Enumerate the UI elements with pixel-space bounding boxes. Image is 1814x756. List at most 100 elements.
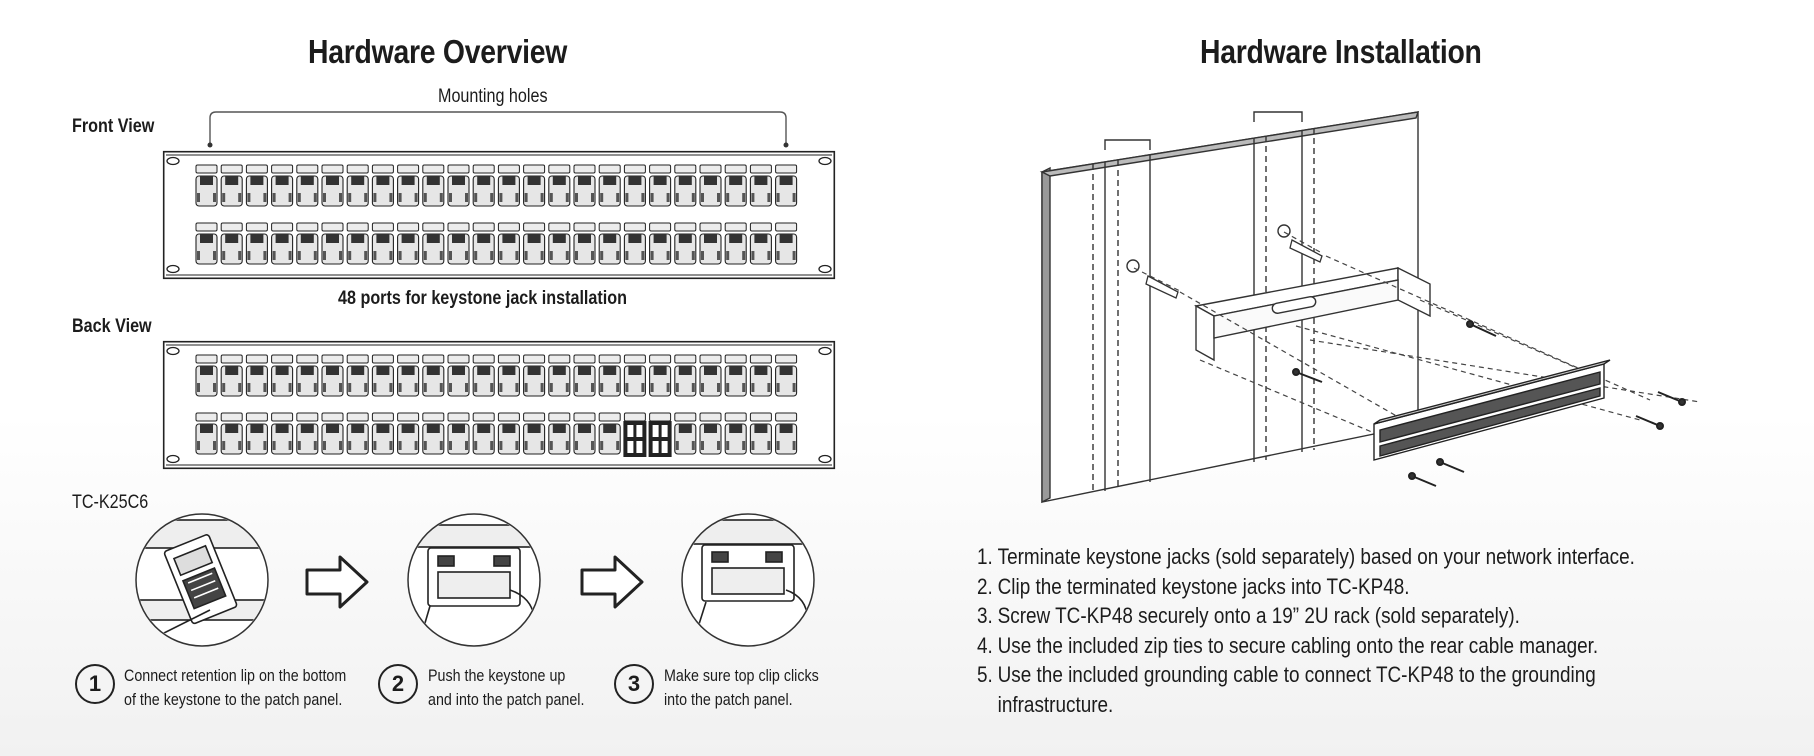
step-3-number: 3 <box>614 664 654 704</box>
mounting-hole <box>166 346 180 356</box>
front-view-label: Front View <box>72 116 155 137</box>
step-2-number: 2 <box>378 664 418 704</box>
installation-instructions: 1.Terminate keystone jacks (sold separat… <box>977 542 1802 719</box>
instruction-item: 1.Terminate keystone jacks (sold separat… <box>977 544 1635 569</box>
keystone-port <box>321 354 344 397</box>
keystone-port <box>296 412 319 455</box>
keystone-port <box>422 164 445 207</box>
mounting-hole <box>818 264 832 274</box>
keystone-port <box>271 354 294 397</box>
installed-keystone <box>648 421 672 457</box>
keystone-port <box>649 164 672 207</box>
keystone-port <box>245 412 268 455</box>
keystone-port <box>447 164 470 207</box>
front-view-panel <box>162 150 836 284</box>
keystone-port <box>573 412 596 455</box>
keystone-port <box>674 164 697 207</box>
keystone-port <box>447 354 470 397</box>
keystone-port <box>397 354 420 397</box>
mounting-holes-label: Mounting holes <box>438 86 548 107</box>
mounting-hole <box>166 156 180 166</box>
keystone-port <box>220 164 243 207</box>
mounting-hole <box>818 156 832 166</box>
instruction-item: 2.Clip the terminated keystone jacks int… <box>977 573 1410 599</box>
keystone-port <box>346 164 369 207</box>
keystone-port <box>775 222 798 265</box>
keystone-port <box>371 222 394 265</box>
keystone-port <box>397 164 420 207</box>
overview-title: Hardware Overview <box>308 33 568 70</box>
keystone-port <box>623 354 646 397</box>
keystone-port <box>775 354 798 397</box>
mounting-hole <box>166 264 180 274</box>
keystone-port <box>397 412 420 455</box>
keystone-port <box>422 354 445 397</box>
mounting-hole <box>818 346 832 356</box>
keystone-port <box>472 222 495 265</box>
keystone-port <box>346 222 369 265</box>
arrow-1 <box>305 555 369 609</box>
keystone-port <box>195 412 218 455</box>
keystone-port <box>598 164 621 207</box>
keystone-port <box>598 412 621 455</box>
keystone-port <box>523 354 546 397</box>
keystone-port <box>271 164 294 207</box>
keystone-port <box>321 222 344 265</box>
keystone-port <box>724 412 747 455</box>
keystone-port <box>220 222 243 265</box>
keystone-port <box>422 412 445 455</box>
keystone-port <box>447 222 470 265</box>
keystone-port <box>397 222 420 265</box>
keystone-port <box>699 354 722 397</box>
keystone-port <box>195 164 218 207</box>
keystone-port <box>220 354 243 397</box>
instructions-list: 1.Terminate keystone jacks (sold separat… <box>977 542 1687 719</box>
keystone-port <box>623 164 646 207</box>
keystone-port <box>497 354 520 397</box>
step-2-illustration <box>407 513 541 647</box>
keystone-port <box>346 354 369 397</box>
step-1-caption: Connect retention lip on the bottom of t… <box>124 666 347 709</box>
keystone-port <box>775 164 798 207</box>
instruction-item: 5.Use the included grounding cable to co… <box>977 662 1596 717</box>
keystone-port <box>195 222 218 265</box>
keystone-port <box>749 412 772 455</box>
keystone-port <box>346 412 369 455</box>
model-label: TC-K25C6 <box>72 492 149 513</box>
keystone-port <box>573 222 596 265</box>
keystone-port <box>598 222 621 265</box>
keystone-port <box>523 412 546 455</box>
keystone-port <box>573 354 596 397</box>
keystone-port <box>598 354 621 397</box>
keystone-port <box>497 164 520 207</box>
keystone-port <box>523 222 546 265</box>
step-3-illustration <box>681 513 815 647</box>
keystone-port <box>775 412 798 455</box>
arrow-2 <box>580 555 644 609</box>
keystone-port <box>472 164 495 207</box>
step-1-illustration <box>135 513 269 647</box>
keystone-port <box>649 222 672 265</box>
keystone-port <box>195 354 218 397</box>
keystone-port <box>371 164 394 207</box>
wall-anchors <box>1145 239 1323 299</box>
keystone-port <box>724 354 747 397</box>
keystone-port <box>271 412 294 455</box>
keystone-port <box>749 354 772 397</box>
installed-keystone <box>623 421 647 457</box>
keystone-port <box>699 412 722 455</box>
keystone-port <box>724 222 747 265</box>
keystone-port <box>699 164 722 207</box>
keystone-port <box>245 164 268 207</box>
keystone-port <box>724 164 747 207</box>
keystone-port <box>649 354 672 397</box>
keystone-port <box>548 412 571 455</box>
back-view-panel <box>162 340 836 474</box>
keystone-port <box>296 222 319 265</box>
keystone-port <box>548 354 571 397</box>
keystone-port <box>749 222 772 265</box>
keystone-port <box>548 164 571 207</box>
